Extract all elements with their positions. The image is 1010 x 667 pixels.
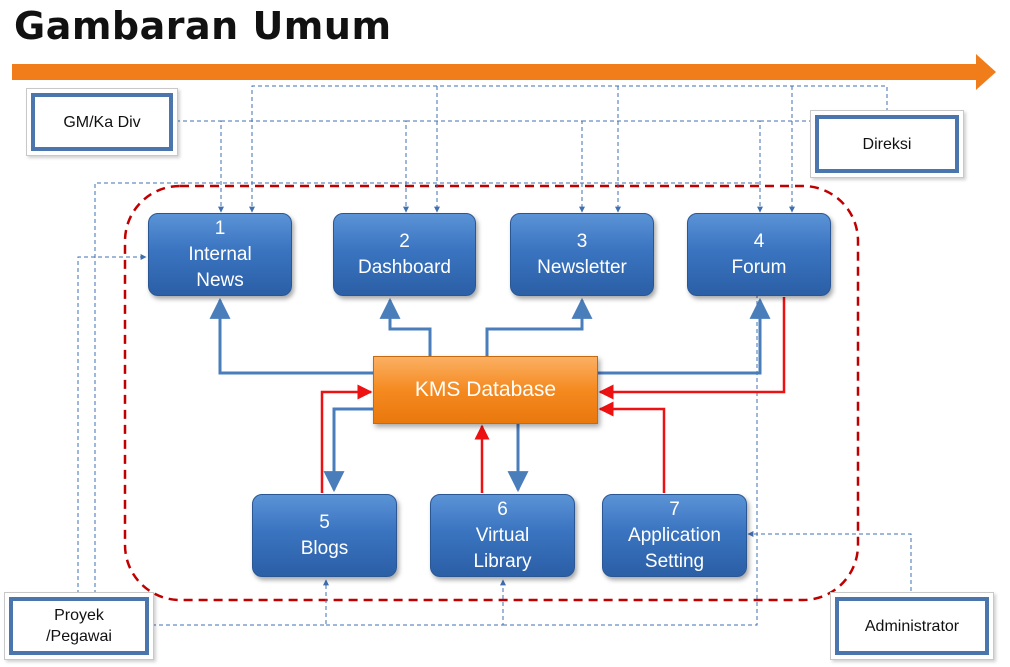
- module-blogs[interactable]: 5 Blogs: [252, 494, 397, 577]
- header-arrow: [12, 54, 996, 90]
- module-number: 7: [669, 498, 680, 520]
- module-newsletter[interactable]: 3 Newsletter: [510, 213, 654, 296]
- module-number: 3: [576, 230, 588, 252]
- red-flows: [320, 297, 786, 493]
- module-number: 5: [319, 511, 330, 533]
- module-label: Application: [628, 524, 721, 546]
- role-label-line: Proyek: [54, 607, 104, 624]
- access-lines: [77, 85, 912, 626]
- module-label: Library: [473, 550, 532, 572]
- database-label: KMS Database: [414, 378, 557, 401]
- role-gm-ka-div: GM/Ka Div: [26, 88, 178, 156]
- page-title: Gambaran Umum: [14, 4, 392, 48]
- module-virtual-library[interactable]: 6 Virtual Library: [430, 494, 575, 577]
- module-label: Dashboard: [358, 256, 451, 278]
- module-number: 6: [497, 498, 508, 520]
- role-direksi: Direksi: [810, 110, 964, 178]
- kms-database[interactable]: KMS Database: [373, 356, 598, 424]
- module-application-setting[interactable]: 7 Application Setting: [602, 494, 747, 577]
- module-number: 1: [214, 217, 226, 239]
- role-proyek-pegawai: Proyek /Pegawai: [4, 592, 154, 660]
- module-label: Newsletter: [537, 256, 627, 278]
- module-label: Setting: [644, 550, 705, 572]
- role-label: Administrator: [835, 597, 989, 655]
- role-administrator: Administrator: [830, 592, 994, 660]
- module-number: 4: [753, 230, 765, 252]
- module-label: Internal: [188, 243, 252, 265]
- blue-flows: [209, 297, 771, 493]
- role-label-line: /Pegawai: [46, 628, 112, 645]
- role-label: Proyek /Pegawai: [9, 597, 149, 655]
- module-dashboard[interactable]: 2 Dashboard: [333, 213, 476, 296]
- module-internal-news[interactable]: 1 Internal News: [148, 213, 292, 296]
- system-boundary: [123, 184, 860, 602]
- role-label: GM/Ka Div: [31, 93, 173, 151]
- module-label: Virtual: [475, 524, 530, 546]
- role-label: Direksi: [815, 115, 959, 173]
- module-label: News: [196, 269, 244, 291]
- module-label: Forum: [731, 256, 787, 278]
- module-forum[interactable]: 4 Forum: [687, 213, 831, 296]
- module-label: Blogs: [300, 537, 349, 559]
- module-number: 2: [399, 230, 410, 252]
